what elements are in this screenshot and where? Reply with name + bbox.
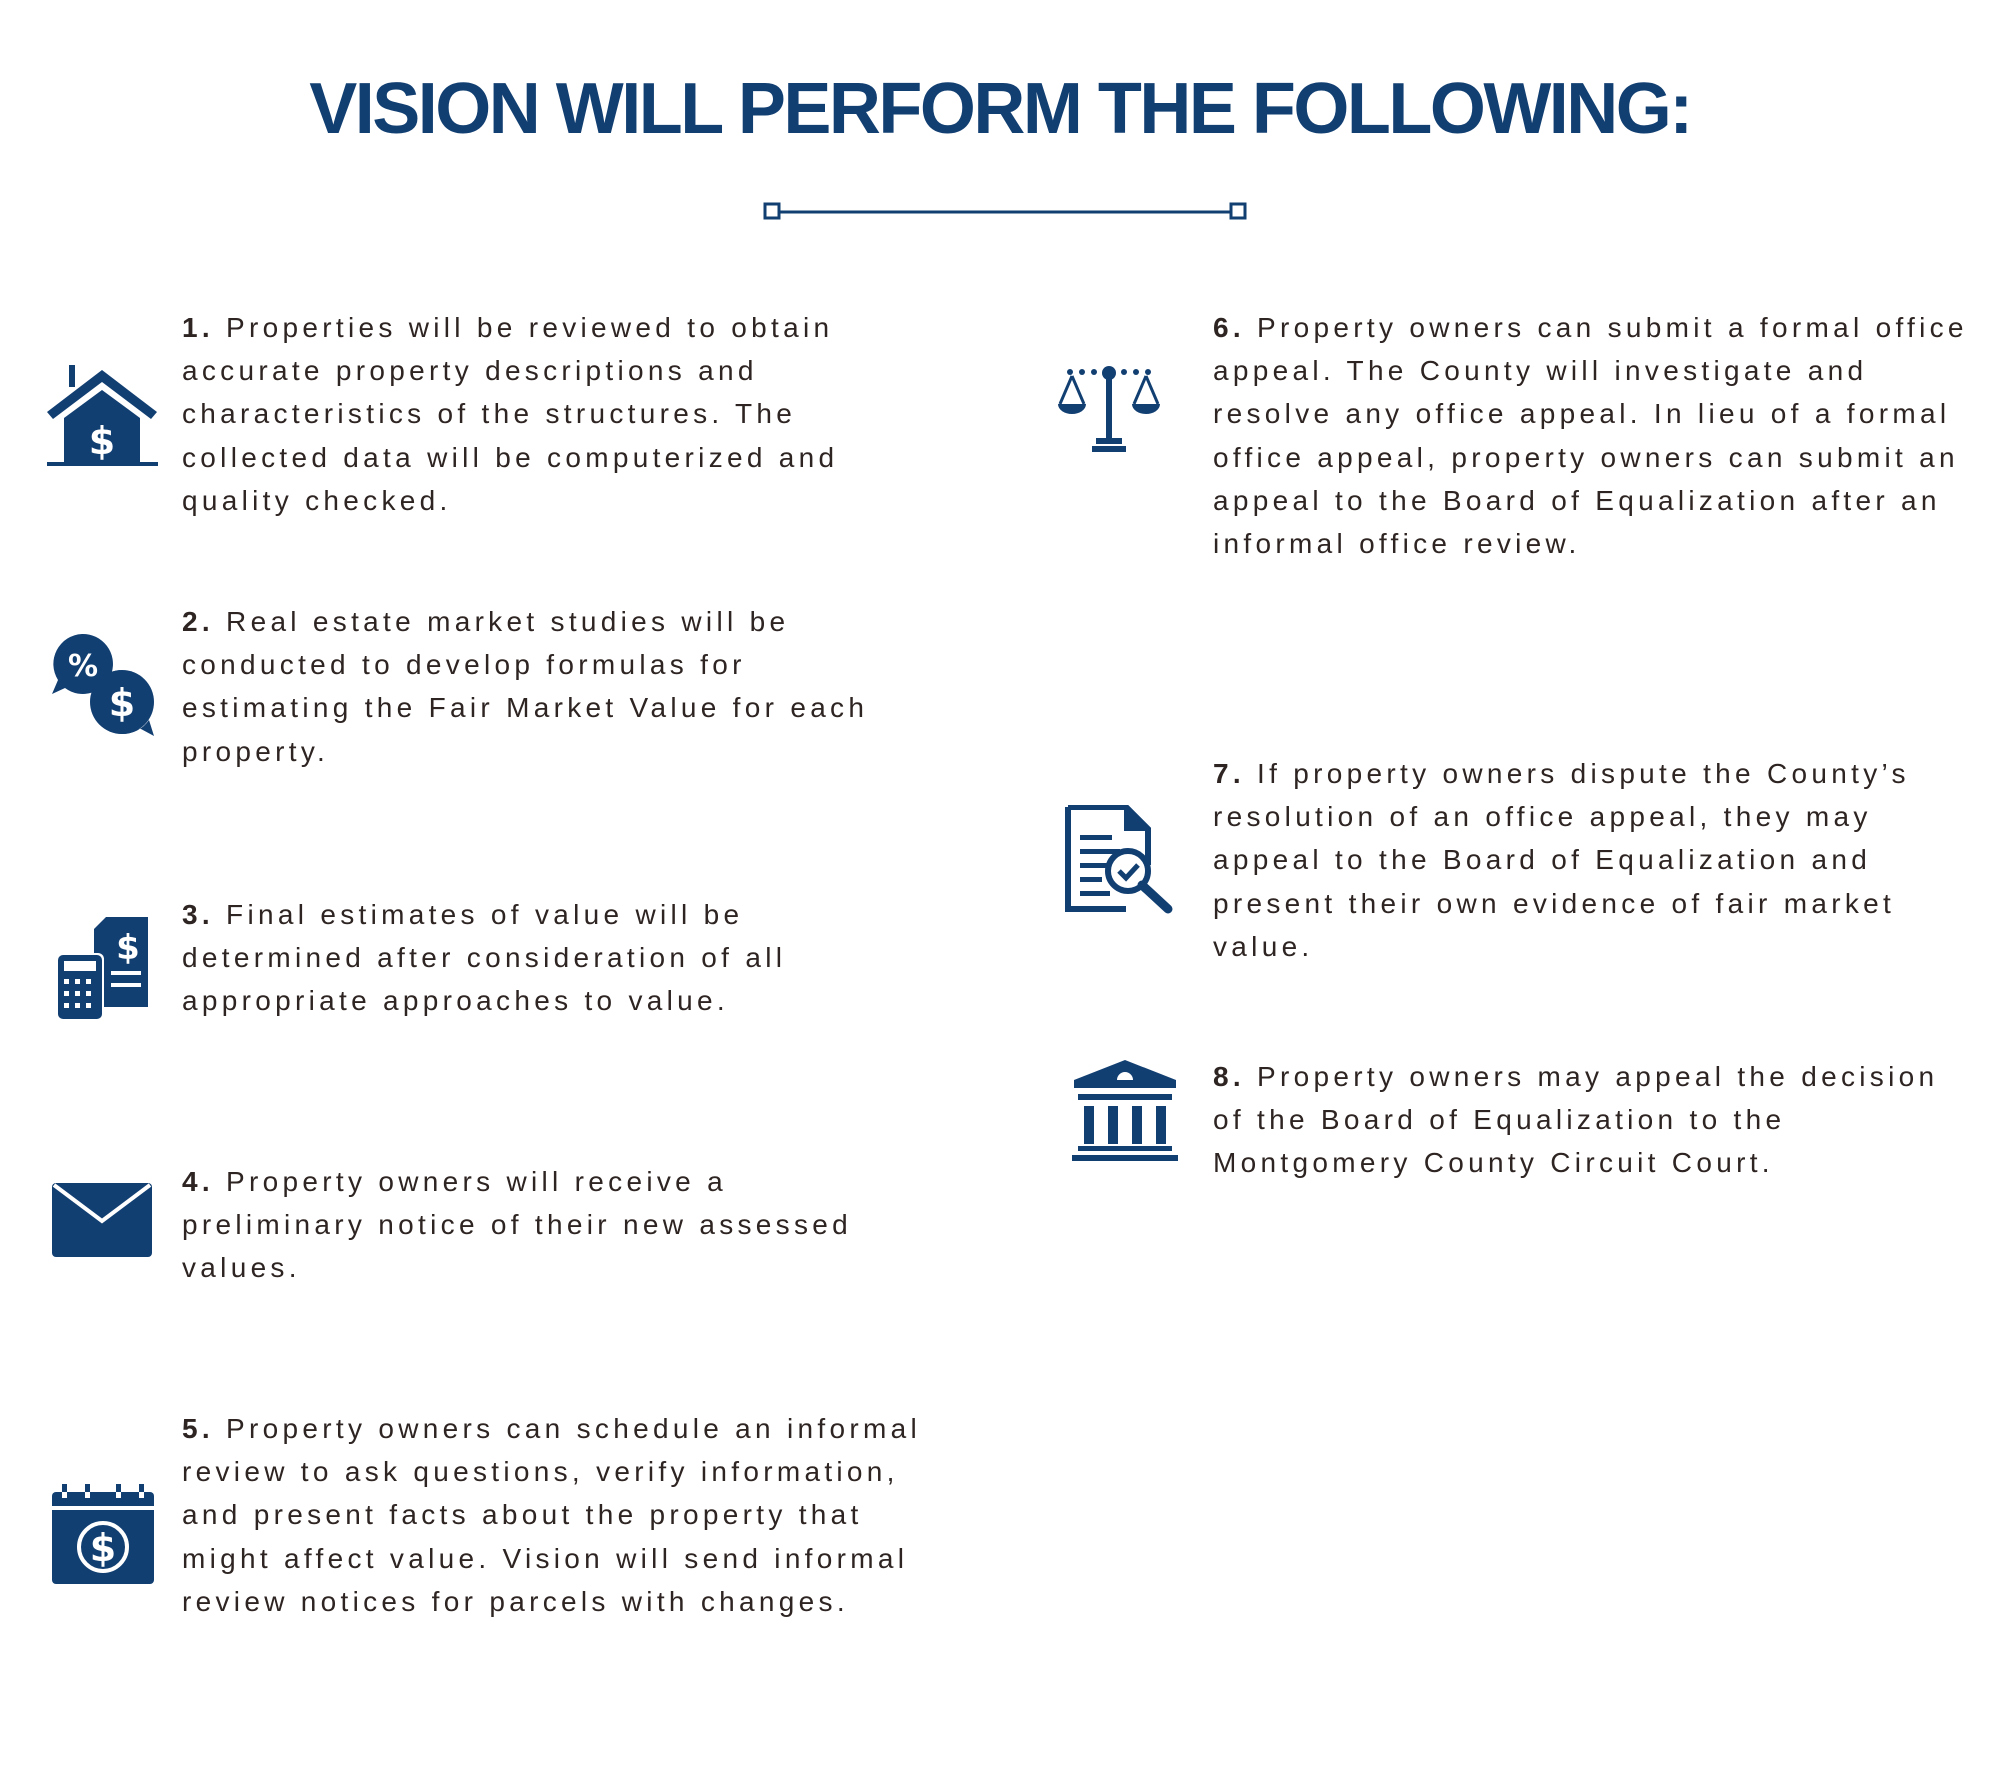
step-text: Property owners will receive a prelimina… bbox=[182, 1166, 853, 1284]
svg-text:$: $ bbox=[89, 419, 115, 463]
step-text: Final estimates of value will be determi… bbox=[182, 899, 787, 1017]
envelope-icon bbox=[52, 1183, 152, 1257]
svg-text:%: % bbox=[68, 649, 98, 684]
percent-dollar-chat-icon: % $ bbox=[52, 633, 156, 738]
calculator-invoice-icon: $ bbox=[56, 917, 148, 1021]
document-search-icon bbox=[1065, 805, 1173, 914]
step-number: 8. bbox=[1213, 1061, 1245, 1092]
step-text: Property owners can submit a formal offi… bbox=[1213, 312, 1968, 560]
step-text: If property owners dispute the County’s … bbox=[1213, 758, 1910, 962]
step-number: 5. bbox=[182, 1413, 214, 1444]
step-number: 2. bbox=[182, 606, 214, 637]
step-number: 1. bbox=[182, 312, 214, 343]
svg-text:$: $ bbox=[90, 1526, 116, 1570]
step-number: 6. bbox=[1213, 312, 1245, 343]
step-number: 4. bbox=[182, 1166, 214, 1197]
title-divider bbox=[763, 202, 1247, 220]
svg-text:$: $ bbox=[116, 928, 140, 968]
step-number: 7. bbox=[1213, 758, 1245, 789]
step-text: Properties will be reviewed to obtain ac… bbox=[182, 312, 839, 516]
step-text: Property owners may appeal the decision … bbox=[1213, 1061, 1939, 1179]
step-text: Property owners can schedule an informal… bbox=[182, 1413, 921, 1617]
step-text: Real estate market studies will be condu… bbox=[182, 606, 869, 767]
calendar-dollar-icon: $ bbox=[52, 1484, 154, 1584]
page-title: VISION WILL PERFORM THE FOLLOWING: bbox=[309, 69, 1693, 149]
step-number: 3. bbox=[182, 899, 214, 930]
scales-icon bbox=[1058, 366, 1160, 452]
house-dollar-icon: $ bbox=[47, 365, 158, 466]
courthouse-icon bbox=[1072, 1060, 1178, 1161]
svg-text:$: $ bbox=[109, 681, 135, 725]
